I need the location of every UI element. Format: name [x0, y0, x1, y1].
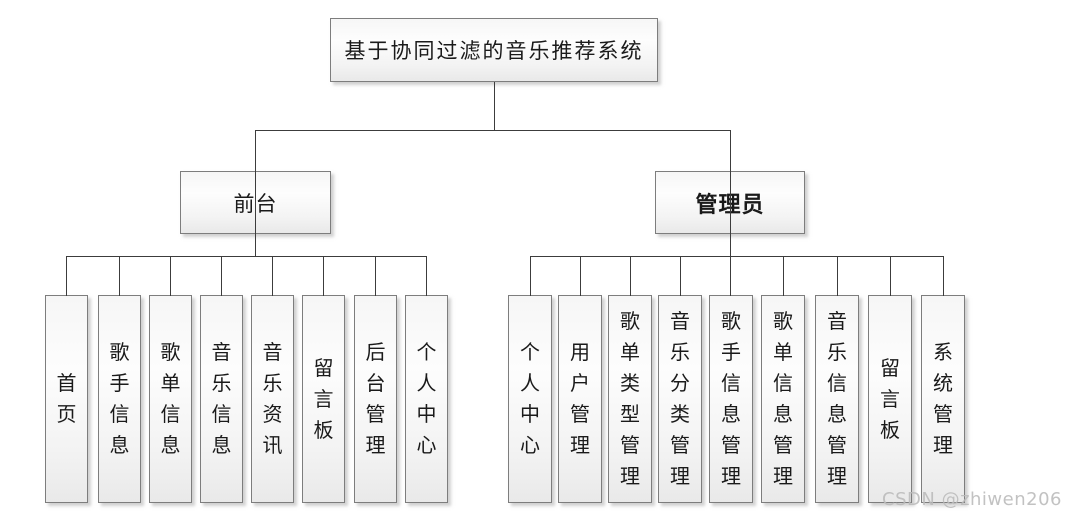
node-home: 首页 — [45, 295, 88, 503]
node-playlist-info: 歌单信息 — [149, 295, 192, 503]
node-label: 后台管理 — [365, 340, 386, 457]
connector-leaf-stub — [272, 256, 273, 296]
node-label: 歌单信息 — [160, 340, 181, 457]
node-music-info-manage: 音乐信息管理 — [815, 295, 859, 503]
node-admin-personal-center: 个人中心 — [508, 295, 552, 503]
connector-leaf-stub — [221, 256, 222, 296]
node-singer-info: 歌手信息 — [98, 295, 141, 503]
connector-leaf-stub — [783, 256, 784, 296]
node-label: 用户管理 — [570, 340, 590, 457]
connector-front-drop — [255, 130, 256, 256]
connector-leaf-stub — [943, 256, 944, 296]
node-label: 个人中心 — [520, 340, 540, 457]
connector-leaf-stub — [170, 256, 171, 296]
node-system-manage: 系统管理 — [921, 295, 965, 503]
node-label: 歌手信息管理 — [721, 309, 741, 488]
connector-leaf-stub — [890, 256, 891, 296]
root-node: 基于协同过滤的音乐推荐系统 — [330, 18, 658, 82]
connector-level2-bus — [255, 130, 731, 131]
connector-leaf-stub — [119, 256, 120, 296]
node-label: 音乐资讯 — [262, 340, 283, 457]
node-label: 歌单类型管理 — [620, 309, 640, 488]
connector-leaf-stub — [730, 256, 731, 296]
connector-leaf-stub — [630, 256, 631, 296]
node-message-board: 留言板 — [302, 295, 345, 503]
node-backend-manage: 后台管理 — [354, 295, 397, 503]
connector-front-leaf-bus — [66, 256, 426, 257]
connector-leaf-stub — [66, 256, 67, 296]
branch-admin-label: 管理员 — [695, 192, 765, 218]
connector-leaf-stub — [375, 256, 376, 296]
node-playlist-type-manage: 歌单类型管理 — [608, 295, 652, 503]
connector-leaf-stub — [680, 256, 681, 296]
node-label: 音乐信息 — [211, 340, 232, 457]
root-node-label: 基于协同过滤的音乐推荐系统 — [344, 39, 644, 63]
node-music-category-manage: 音乐分类管理 — [658, 295, 702, 503]
node-label: 留言板 — [880, 355, 900, 442]
connector-leaf-stub — [530, 256, 531, 296]
connector-root-drop — [494, 82, 495, 130]
node-label: 留言板 — [313, 355, 334, 442]
connector-admin-leaf-bus — [530, 256, 943, 257]
node-label: 系统管理 — [933, 340, 953, 457]
node-label: 音乐分类管理 — [670, 309, 690, 488]
node-label: 音乐信息管理 — [827, 309, 847, 488]
node-label: 首页 — [56, 371, 77, 426]
connector-leaf-stub — [426, 256, 427, 296]
connector-leaf-stub — [323, 256, 324, 296]
node-singer-info-manage: 歌手信息管理 — [709, 295, 753, 503]
connector-leaf-stub — [837, 256, 838, 296]
node-user-manage: 用户管理 — [558, 295, 602, 503]
node-playlist-info-manage: 歌单信息管理 — [761, 295, 805, 503]
connector-admin-drop — [730, 130, 731, 256]
node-label: 歌单信息管理 — [773, 309, 793, 488]
node-music-news: 音乐资讯 — [251, 295, 294, 503]
node-personal-center: 个人中心 — [405, 295, 448, 503]
node-music-info: 音乐信息 — [200, 295, 243, 503]
node-label: 个人中心 — [416, 340, 437, 457]
node-admin-message-board: 留言板 — [868, 295, 912, 503]
node-label: 歌手信息 — [109, 340, 130, 457]
watermark-text: CSDN @zhiwen206 — [882, 489, 1062, 510]
connector-leaf-stub — [580, 256, 581, 296]
